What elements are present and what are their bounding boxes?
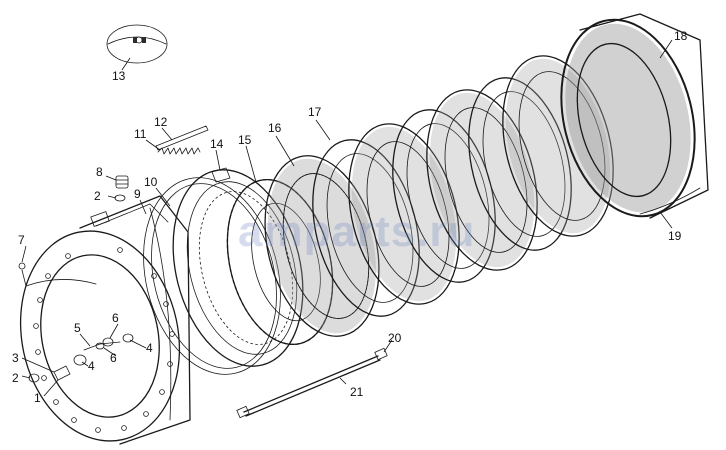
part-12-pin — [155, 125, 209, 151]
part-2-washer-bottom — [28, 373, 40, 383]
part-14-piston — [172, 167, 304, 367]
callout-2-top: 2 — [94, 189, 101, 203]
part-2-washer-top — [114, 194, 126, 202]
callout-9: 9 — [134, 187, 141, 201]
callout-11: 11 — [134, 127, 147, 141]
callout-16: 16 — [268, 121, 282, 135]
callout-10: 10 — [144, 175, 158, 189]
callout-5: 5 — [74, 321, 81, 335]
part-6-nut — [95, 337, 114, 350]
callout-21: 21 — [350, 385, 364, 399]
part-7-lever — [18, 262, 97, 287]
callout-leaders — [21, 39, 673, 397]
callout-3: 3 — [12, 351, 19, 365]
callout-1: 1 — [34, 391, 41, 405]
callout-7: 7 — [18, 233, 25, 247]
callout-6-top: 6 — [112, 311, 119, 325]
callout-20: 20 — [388, 331, 402, 345]
callout-13: 13 — [112, 69, 126, 83]
part-19-outer-band — [639, 187, 701, 215]
part-4-nut-a — [73, 354, 87, 366]
callout-labels: 1 2 2 3 4 4 5 6 6 7 8 9 10 11 12 13 14 1… — [12, 29, 688, 405]
callout-8: 8 — [96, 165, 103, 179]
callout-12: 12 — [154, 115, 168, 129]
watermark-text: amparts.ru — [238, 207, 475, 256]
callout-17: 17 — [308, 105, 322, 119]
part-15-gear-hub — [226, 178, 334, 346]
callout-4-left: 4 — [88, 359, 95, 373]
part-13-detail-inset — [106, 24, 168, 64]
callout-18: 18 — [674, 29, 688, 43]
disc-stack — [348, 55, 614, 305]
housing-bolt-holes — [33, 247, 175, 433]
part-21-rod — [236, 355, 381, 419]
callout-4-right: 4 — [146, 341, 153, 355]
callout-6-bottom: 6 — [110, 351, 117, 365]
part-1-housing — [19, 195, 191, 445]
callout-2-bottom: 2 — [12, 371, 19, 385]
callout-15: 15 — [238, 133, 252, 147]
part-3-fitting — [53, 365, 71, 381]
part-11-spring — [157, 147, 201, 155]
part-4-nut-b — [122, 333, 134, 343]
part-18-ring-gear — [560, 13, 709, 219]
callout-19: 19 — [668, 229, 682, 243]
part-8-plug — [115, 175, 129, 189]
callout-14: 14 — [210, 137, 224, 151]
